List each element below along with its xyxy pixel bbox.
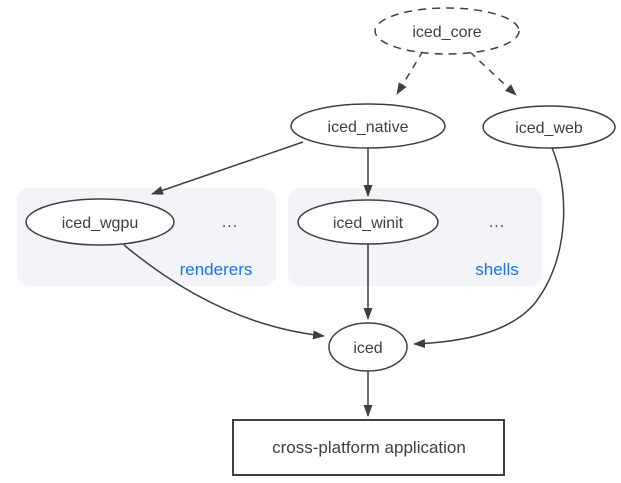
- app-label: cross-platform application: [272, 438, 466, 457]
- node-iced-native: iced_native: [290, 103, 446, 149]
- edge-iced-core-to-iced-native: [396, 50, 424, 95]
- iced-wgpu-label: iced_wgpu: [62, 215, 139, 232]
- node-iced: iced: [328, 322, 408, 372]
- shells-ellipsis: ...: [489, 214, 505, 231]
- iced-ellipse: [328, 322, 408, 372]
- iced-core-ellipse: [374, 7, 520, 55]
- edge-iced-native-to-iced-wgpu: [151, 141, 304, 195]
- iced-native-ellipse: [290, 103, 446, 149]
- shells-group-label: shells: [475, 260, 518, 279]
- iced-core-label: iced_core: [412, 24, 481, 41]
- iced-winit-label: iced_winit: [333, 215, 404, 232]
- iced-web-ellipse: [482, 105, 616, 149]
- node-iced-wgpu: iced_wgpu: [25, 198, 175, 246]
- iced-native-label: iced_native: [328, 119, 409, 136]
- renderers-group-label: renderers: [180, 260, 253, 279]
- renderers-ellipsis: ...: [222, 214, 238, 231]
- iced-label: iced: [353, 340, 382, 357]
- iced-winit-ellipse: [297, 199, 439, 245]
- node-iced-winit: iced_winit: [297, 199, 439, 245]
- node-iced-web: iced_web: [482, 105, 616, 149]
- app-rect: [232, 419, 505, 476]
- edge-iced-wgpu-to-iced: [123, 244, 325, 340]
- node-iced-core: iced_core: [374, 7, 520, 55]
- node-cross-platform-application: cross-platform application: [232, 419, 505, 476]
- iced-web-label: iced_web: [515, 120, 583, 137]
- iced-wgpu-ellipse: [25, 198, 175, 246]
- edge-iced-core-to-iced-web: [469, 51, 517, 96]
- edge-iced-web-to-iced: [413, 147, 565, 349]
